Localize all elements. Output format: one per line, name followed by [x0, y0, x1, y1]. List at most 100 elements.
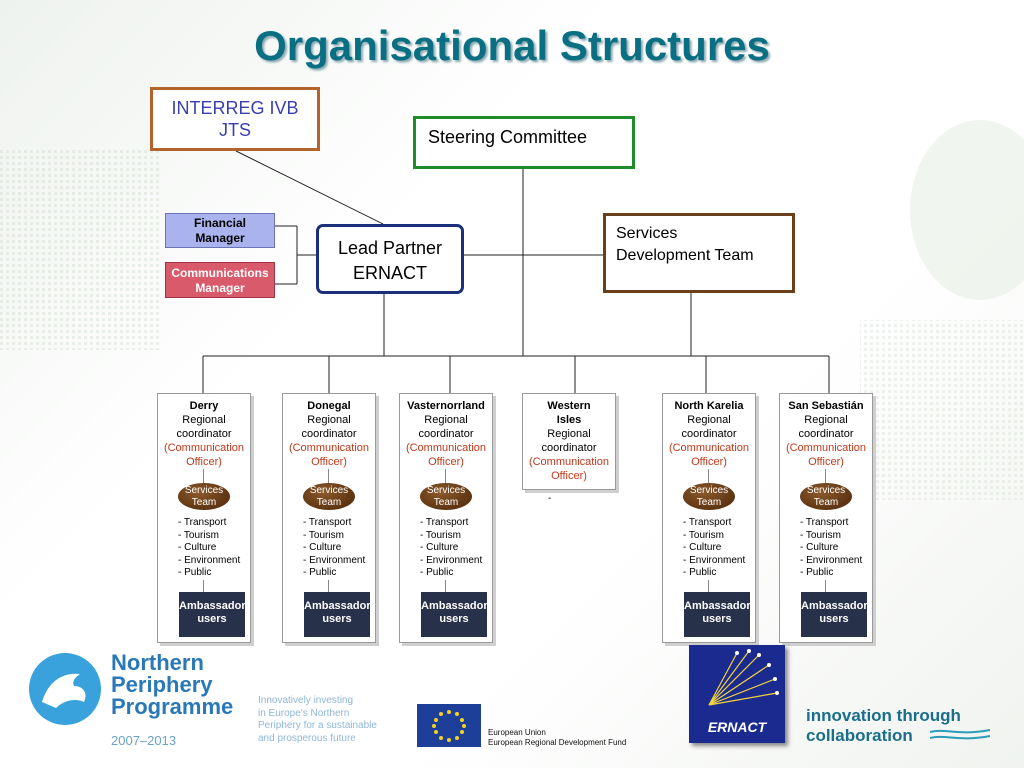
connector: [203, 469, 204, 483]
topic-item: - Tourism: [303, 529, 344, 541]
topic-item: - Transport: [800, 517, 849, 528]
connector: [328, 580, 329, 592]
services-development-team-box: Services Development Team: [603, 213, 795, 293]
connector: [445, 580, 446, 592]
services-team-badge: Services Team: [303, 483, 355, 510]
region-officer: (Communication Officer): [785, 442, 867, 468]
services-team-badge: Services Team: [178, 483, 230, 510]
financial-manager-box: Financial Manager: [165, 213, 275, 248]
connector: [203, 580, 204, 592]
topic-item: - Public: [303, 567, 337, 578]
region-role: Regional coordinator: [681, 414, 737, 440]
connector: [825, 469, 826, 483]
region-role: Regional coordinator: [418, 414, 474, 440]
region-name: Vasternorrland: [407, 400, 485, 412]
connector: [708, 580, 709, 592]
services-dev-label: Services Development Team: [616, 225, 754, 264]
region-officer: (Communication Officer): [528, 456, 610, 482]
region-card-san-sebastian: San Sebastián Regional coordinator (Comm…: [779, 393, 873, 643]
region-card-north-karelia: North Karelia Regional coordinator (Comm…: [662, 393, 756, 643]
wave-lines-icon: [930, 729, 990, 740]
region-role: Regional coordinator: [301, 414, 357, 440]
stray-dash: -: [548, 493, 552, 504]
eu-flag-icon: [417, 704, 481, 747]
topic-item: - Environment: [420, 554, 483, 566]
topic-item: - Public: [420, 567, 454, 578]
topic-item: - Public: [683, 567, 717, 578]
topic-list: - Transport - Tourism - Culture - Enviro…: [683, 517, 745, 580]
connector: [825, 580, 826, 592]
communications-manager-box: Communications Manager: [165, 262, 275, 298]
npp-tagline: Innovatively investing in Europe's North…: [258, 695, 377, 744]
ambassador-users-box: Ambassador users: [801, 592, 868, 637]
services-team-badge: Services Team: [800, 483, 852, 510]
region-role: Regional coordinator: [798, 414, 854, 440]
region-officer: (Communication Officer): [288, 442, 370, 468]
region-role: Regional coordinator: [176, 414, 232, 440]
region-card-donegal: Donegal Regional coordinator (Communicat…: [282, 393, 376, 643]
northern-periphery-bird-logo: [29, 653, 101, 725]
topic-item: - Tourism: [178, 529, 219, 541]
region-name: San Sebastián: [788, 400, 864, 412]
ernact-logo-text: ERNACT: [707, 719, 767, 735]
ambassador-users-box: Ambassador users: [684, 592, 751, 637]
ambassador-users-box: Ambassador users: [304, 592, 371, 637]
region-officer: (Communication Officer): [163, 442, 245, 468]
eu-fund-text: European Union European Regional Develop…: [488, 728, 627, 747]
topic-item: - Transport: [303, 517, 352, 528]
innovation-slogan: innovation through collaboration: [806, 706, 961, 745]
topic-item: - Culture: [420, 542, 459, 553]
steering-label: Steering Committee: [428, 127, 588, 147]
region-card-western-isles: Western Isles Regional coordinator (Comm…: [522, 393, 616, 490]
topic-item: - Transport: [178, 517, 227, 528]
region-name: Derry: [189, 400, 219, 412]
topic-item: - Public: [178, 567, 212, 578]
topic-item: - Culture: [178, 542, 217, 553]
topic-item: - Tourism: [800, 529, 841, 541]
npp-name: Northern Periphery Programme: [111, 650, 234, 719]
lead-partner-box: Lead Partner ERNACT: [316, 224, 464, 294]
topic-item: - Environment: [178, 554, 241, 566]
region-name: Western Isles: [547, 400, 591, 426]
topic-list: - Transport - Tourism - Culture - Enviro…: [303, 517, 365, 580]
services-team-badge: Services Team: [420, 483, 472, 510]
region-card-derry: Derry Regional coordinator (Communicatio…: [157, 393, 251, 643]
connector: [328, 469, 329, 483]
lead-partner-label: Lead Partner ERNACT: [337, 238, 443, 283]
topic-list: - Transport - Tourism - Culture - Enviro…: [420, 517, 482, 580]
topic-item: - Transport: [420, 517, 469, 528]
interreg-jts-box: INTERREG IVB JTS: [150, 87, 320, 151]
financial-manager-label: Financial Manager: [193, 216, 246, 245]
ambassador-users-box: Ambassador users: [421, 592, 488, 637]
topic-item: - Environment: [800, 554, 863, 566]
topic-item: - Tourism: [683, 529, 724, 541]
interreg-label: INTERREG IVB JTS: [171, 98, 299, 140]
topic-item: - Culture: [800, 542, 839, 553]
topic-list: - Transport - Tourism - Culture - Enviro…: [178, 517, 240, 580]
ernact-logo: ERNACT: [689, 645, 785, 743]
connector: [708, 469, 709, 483]
npp-years: 2007–2013: [111, 733, 177, 748]
services-team-badge: Services Team: [683, 483, 735, 510]
ambassador-users-box: Ambassador users: [179, 592, 246, 637]
topic-item: - Environment: [303, 554, 366, 566]
ernact-rays-icon: [708, 649, 779, 706]
region-officer: (Communication Officer): [668, 442, 750, 468]
region-name: Donegal: [307, 400, 351, 412]
topic-item: - Public: [800, 567, 834, 578]
topic-item: - Tourism: [420, 529, 461, 541]
topic-item: - Environment: [683, 554, 746, 566]
steering-committee-box: Steering Committee: [413, 116, 635, 169]
topic-item: - Culture: [303, 542, 342, 553]
topic-item: - Transport: [683, 517, 732, 528]
topic-item: - Culture: [683, 542, 722, 553]
communications-manager-label: Communications Manager: [171, 266, 269, 295]
region-role: Regional coordinator: [541, 428, 597, 454]
connector: [445, 469, 446, 483]
region-card-vasternorrland: Vasternorrland Regional coordinator (Com…: [399, 393, 493, 643]
region-officer: (Communication Officer): [405, 442, 487, 468]
region-name: North Karelia: [674, 400, 744, 412]
topic-list: - Transport - Tourism - Culture - Enviro…: [800, 517, 862, 580]
page-title: Organisational Structures: [254, 22, 770, 69]
